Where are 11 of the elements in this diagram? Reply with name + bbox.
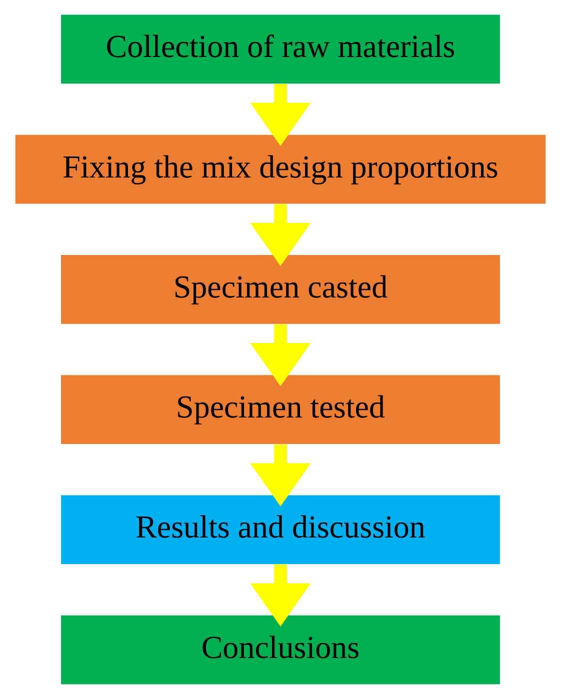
- node-box: Specimen casted: [61, 255, 500, 324]
- arrow: [250, 444, 311, 506]
- node-box: Collection of raw materials: [61, 14, 500, 84]
- node-box: Fixing the mix design proportions: [15, 134, 546, 204]
- node-box: Specimen tested: [61, 375, 500, 444]
- arrow: [250, 564, 311, 627]
- node-box: Conclusions: [61, 615, 500, 684]
- arrow: [250, 84, 311, 146]
- node-box: Results and discussion: [61, 495, 500, 564]
- arrow: [250, 324, 311, 386]
- arrow: [250, 204, 311, 266]
